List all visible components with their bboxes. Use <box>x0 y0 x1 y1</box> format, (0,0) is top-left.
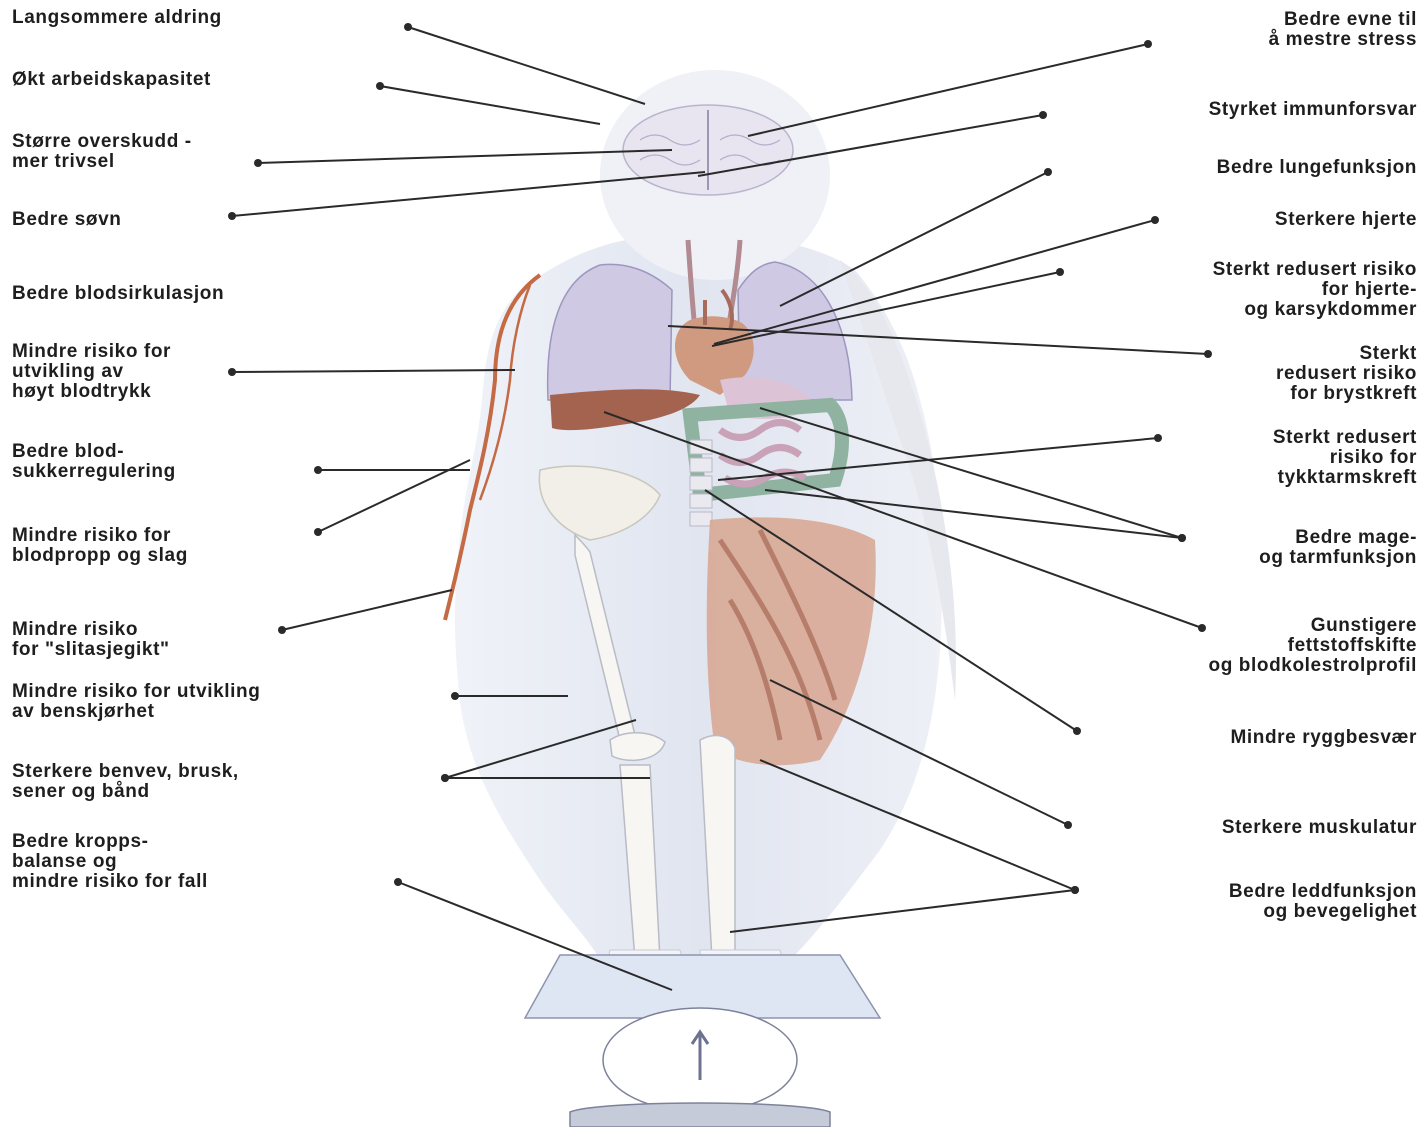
scale <box>525 955 880 1127</box>
label-karsykdommer: Sterkt redusert risiko for hjerte- og ka… <box>1213 260 1417 320</box>
label-blodpropp: Mindre risiko for blodpropp og slag <box>12 526 188 566</box>
label-sterkere-hjerte: Sterkere hjerte <box>1275 210 1417 230</box>
leader-dot <box>254 159 262 167</box>
label-okt-arbeidskapasitet: Økt arbeidskapasitet <box>12 70 211 90</box>
leader-line <box>282 590 452 630</box>
leader-line <box>232 370 515 372</box>
leader-dot <box>1064 821 1072 829</box>
label-fettstoffskifte: Gunstigere fettstoffskifte og blodkolest… <box>1209 616 1417 676</box>
label-lungefunksjon: Bedre lungefunksjon <box>1217 158 1417 178</box>
leader-dot <box>1056 268 1064 276</box>
spine <box>690 440 712 526</box>
label-leddfunksjon: Bedre leddfunksjon og bevegelighet <box>1229 882 1417 922</box>
label-langsommere-aldring: Langsommere aldring <box>12 8 222 28</box>
leader-dot <box>376 82 384 90</box>
label-slitasjegikt: Mindre risiko for "slitasjegikt" <box>12 620 170 660</box>
label-tykktarmskreft: Sterkt redusert risiko for tykktarmskref… <box>1273 428 1417 488</box>
leader-dot <box>314 466 322 474</box>
leader-dot <box>228 368 236 376</box>
leader-dot <box>1178 534 1186 542</box>
label-hoyt-blodtrykk: Mindre risiko for utvikling av høyt blod… <box>12 342 171 402</box>
label-benvev: Sterkere benvev, brusk, sener og bånd <box>12 762 239 802</box>
label-bedre-sovn: Bedre søvn <box>12 210 121 230</box>
leader-dot <box>394 878 402 886</box>
label-mestre-stress: Bedre evne til å mestre stress <box>1269 10 1417 50</box>
leader-dot <box>1198 624 1206 632</box>
leader-line <box>380 86 600 124</box>
leader-dot <box>278 626 286 634</box>
leader-dot <box>314 528 322 536</box>
label-immunforsvar: Styrket immunforsvar <box>1209 100 1417 120</box>
leader-dot <box>441 774 449 782</box>
label-brystkreft: Sterkt redusert risiko for brystkreft <box>1276 344 1417 404</box>
leader-dot <box>451 692 459 700</box>
leader-dot <box>1151 216 1159 224</box>
leader-dot <box>1154 434 1162 442</box>
leader-dot <box>404 23 412 31</box>
leader-dot <box>228 212 236 220</box>
label-sterkere-muskulatur: Sterkere muskulatur <box>1222 818 1417 838</box>
label-mage-tarm: Bedre mage- og tarmfunksjon <box>1259 528 1417 568</box>
leader-line <box>408 27 645 104</box>
leader-line <box>748 44 1148 136</box>
leader-dot <box>1144 40 1152 48</box>
leader-dot <box>1073 727 1081 735</box>
leader-dot <box>1044 168 1052 176</box>
label-benskjorhet: Mindre risiko for utvikling av benskjørh… <box>12 682 260 722</box>
leader-dot <box>1204 350 1212 358</box>
label-ryggbesvaer: Mindre ryggbesvær <box>1230 728 1417 748</box>
label-storre-overskudd: Større overskudd - mer trivsel <box>12 132 192 172</box>
label-bedre-blodsirkulasjon: Bedre blodsirkulasjon <box>12 284 224 304</box>
label-blodsukker: Bedre blod- sukkerregulering <box>12 442 176 482</box>
leader-dot <box>1039 111 1047 119</box>
label-kroppsbalanse: Bedre kropps- balanse og mindre risiko f… <box>12 832 208 892</box>
leader-dot <box>1071 886 1079 894</box>
